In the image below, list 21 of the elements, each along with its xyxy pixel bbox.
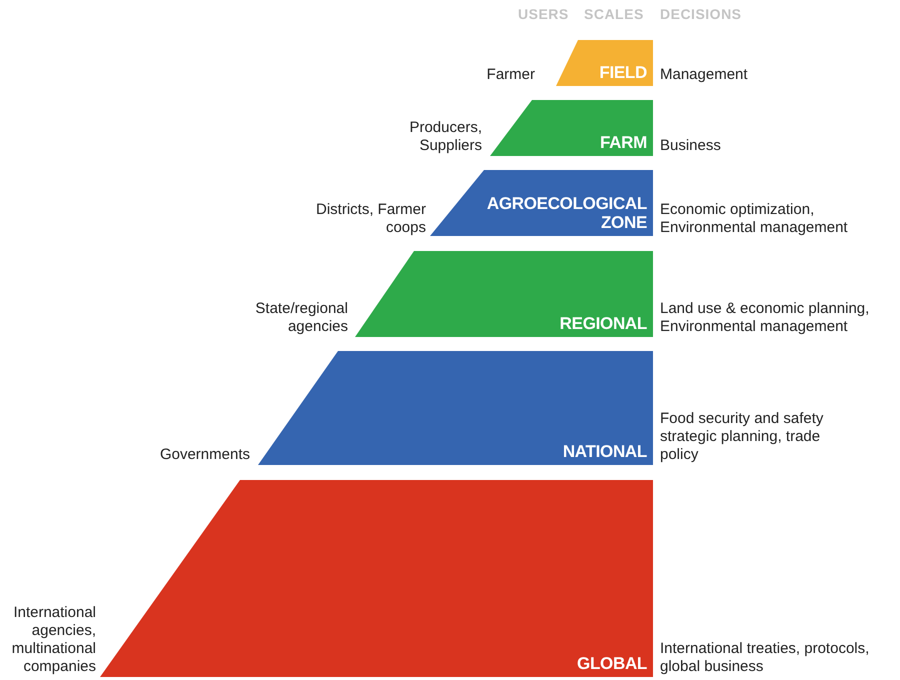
decision-label: Land use & economic planning, Environmental management	[660, 300, 870, 336]
user-label: Producers, Suppliers	[408, 119, 482, 155]
scale-label: FIELD	[599, 63, 647, 83]
user-label: International agencies, multinational companies	[10, 604, 96, 676]
column-header: USERS	[518, 6, 569, 22]
decision-label: International treaties, protocols, global business	[660, 640, 870, 676]
scale-label: GLOBAL	[577, 654, 647, 674]
scale-label: REGIONAL	[560, 314, 647, 334]
scale-label: AGROECOLOGICAL ZONE	[486, 194, 647, 233]
scale-label: FARM	[600, 133, 647, 153]
decision-label: Management	[660, 66, 749, 84]
user-label: Farmer	[486, 66, 535, 84]
user-label: Governments	[158, 446, 250, 464]
column-header: SCALES	[584, 6, 644, 22]
decision-label: Economic optimization, Environmental management	[660, 201, 849, 237]
user-label: Districts, Farmer coops	[316, 201, 426, 237]
user-label: State/regional agencies	[254, 300, 348, 336]
scale-label: NATIONAL	[562, 442, 647, 462]
decision-label: Business	[660, 137, 722, 155]
decision-label: Food security and safety strategic planning, trade policy	[660, 410, 824, 464]
column-header: DECISIONS	[660, 6, 742, 22]
